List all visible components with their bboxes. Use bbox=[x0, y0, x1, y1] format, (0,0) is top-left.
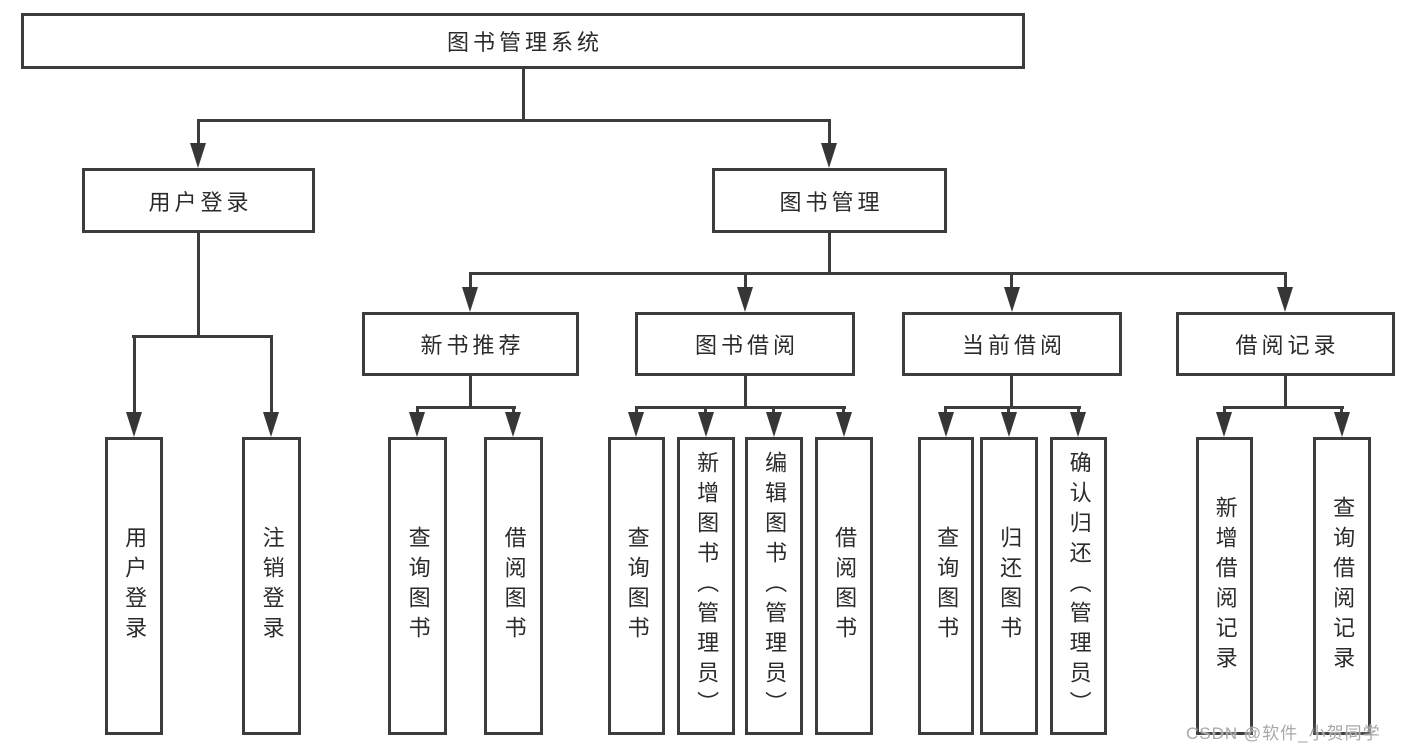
arrow-down-icon bbox=[1070, 412, 1086, 437]
arrow-down-icon bbox=[836, 412, 852, 437]
connector-line bbox=[132, 335, 273, 338]
connector-line bbox=[1010, 272, 1013, 292]
connector-line bbox=[744, 375, 747, 409]
connector-line bbox=[469, 272, 1287, 275]
node-label: 新书推荐 bbox=[420, 333, 525, 358]
connector-line bbox=[197, 119, 200, 148]
connector-line bbox=[828, 232, 831, 275]
leaf-query-books-borrow: 查询图书 bbox=[608, 437, 665, 735]
arrow-down-icon bbox=[938, 412, 954, 437]
arrow-down-icon bbox=[1001, 412, 1017, 437]
arrow-down-icon bbox=[766, 412, 782, 437]
node-label: 用户登录 bbox=[122, 526, 148, 646]
node-label: 查询图书 bbox=[624, 526, 650, 646]
arrow-down-icon bbox=[1334, 412, 1350, 437]
connector-line bbox=[1284, 272, 1287, 292]
node-label: 查询借阅记录 bbox=[1330, 496, 1356, 676]
arrow-down-icon bbox=[462, 287, 478, 312]
leaf-return-books: 归还图书 bbox=[980, 437, 1038, 735]
leaf-query-borrow-record: 查询借阅记录 bbox=[1313, 437, 1371, 735]
arrow-down-icon bbox=[1004, 287, 1020, 312]
connector-line bbox=[197, 232, 200, 337]
connector-line bbox=[469, 272, 472, 292]
connector-line bbox=[133, 335, 136, 417]
node-book-borrowing: 图书借阅 bbox=[635, 312, 855, 376]
node-label: 新增图书（管理员） bbox=[694, 451, 720, 721]
leaf-query-books-recommend: 查询图书 bbox=[388, 437, 447, 735]
node-label: 查询图书 bbox=[405, 526, 431, 646]
node-current-borrowing: 当前借阅 bbox=[902, 312, 1122, 376]
arrow-down-icon bbox=[628, 412, 644, 437]
connector-line bbox=[270, 335, 273, 417]
connector-line bbox=[1284, 375, 1287, 409]
node-new-book-recommendation: 新书推荐 bbox=[362, 312, 579, 376]
node-label: 图书管理 bbox=[779, 189, 884, 215]
arrow-down-icon bbox=[190, 143, 206, 168]
arrow-down-icon bbox=[698, 412, 714, 437]
node-borrowing-records: 借阅记录 bbox=[1176, 312, 1395, 376]
node-label: 用户登录 bbox=[148, 189, 253, 215]
node-label: 查询图书 bbox=[934, 526, 960, 646]
node-label: 图书借阅 bbox=[694, 333, 799, 358]
node-book-management: 图书管理 bbox=[712, 168, 947, 233]
connector-line bbox=[944, 406, 1081, 409]
connector-line bbox=[416, 406, 516, 409]
arrow-down-icon bbox=[126, 412, 142, 437]
node-library-management-system: 图书管理系统 bbox=[21, 13, 1025, 69]
leaf-user-login: 用户登录 bbox=[105, 437, 163, 735]
arrow-down-icon bbox=[737, 287, 753, 312]
node-label: 新增借阅记录 bbox=[1212, 496, 1238, 676]
connector-line bbox=[635, 406, 846, 409]
connector-line bbox=[828, 119, 831, 148]
connector-line bbox=[1223, 406, 1344, 409]
connector-line bbox=[744, 272, 747, 292]
node-label: 借阅记录 bbox=[1235, 333, 1340, 358]
leaf-query-books-current: 查询图书 bbox=[918, 437, 974, 735]
arrow-down-icon bbox=[1277, 287, 1293, 312]
arrow-down-icon bbox=[1216, 412, 1232, 437]
node-label: 借阅图书 bbox=[501, 526, 527, 646]
connector-line bbox=[197, 119, 831, 122]
leaf-logout: 注销登录 bbox=[242, 437, 301, 735]
leaf-borrow-books-recommend: 借阅图书 bbox=[484, 437, 543, 735]
connector-line bbox=[522, 68, 525, 121]
node-label: 注销登录 bbox=[259, 526, 285, 646]
node-label: 图书管理系统 bbox=[446, 30, 603, 55]
node-label: 归还图书 bbox=[997, 526, 1023, 646]
node-user-login: 用户登录 bbox=[82, 168, 315, 233]
node-label: 当前借阅 bbox=[961, 333, 1066, 358]
connector-line bbox=[1010, 375, 1013, 409]
node-label: 编辑图书（管理员） bbox=[762, 451, 788, 721]
arrow-down-icon bbox=[505, 412, 521, 437]
node-label: 确认归还（管理员） bbox=[1066, 451, 1092, 721]
leaf-borrow-books: 借阅图书 bbox=[815, 437, 873, 735]
leaf-add-borrow-record: 新增借阅记录 bbox=[1196, 437, 1253, 735]
connector-line bbox=[469, 375, 472, 409]
node-label: 借阅图书 bbox=[832, 526, 858, 646]
arrow-down-icon bbox=[821, 143, 837, 168]
leaf-confirm-return-admin: 确认归还（管理员） bbox=[1050, 437, 1107, 735]
arrow-down-icon bbox=[409, 412, 425, 437]
leaf-add-books-admin: 新增图书（管理员） bbox=[677, 437, 735, 735]
arrow-down-icon bbox=[263, 412, 279, 437]
leaf-edit-books-admin: 编辑图书（管理员） bbox=[745, 437, 803, 735]
watermark: CSDN @软件_小贺同学 bbox=[1186, 724, 1381, 743]
